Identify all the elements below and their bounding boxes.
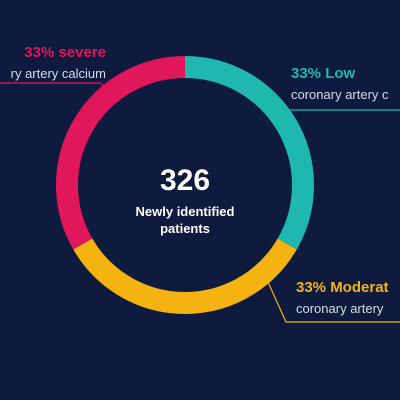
- slice-moderate-percent-label: 33% Moderat: [296, 279, 389, 296]
- slice-severe-description: ry artery calcium: [11, 66, 106, 81]
- slice-severe-percent-label: 33% severe: [24, 44, 106, 61]
- donut-slice-severe: [56, 56, 186, 250]
- center-label-line1: Newly identified: [136, 204, 235, 219]
- donut-slice-low: [184, 56, 314, 250]
- donut-slices: [56, 56, 314, 314]
- center-value: 326: [160, 164, 210, 197]
- center-label-line2: patients: [160, 221, 210, 236]
- leader-line-severe: [0, 82, 119, 97]
- slice-low-description: coronary artery c: [291, 87, 389, 102]
- leader-line-moderate: [267, 281, 400, 323]
- slice-low-percent-label: 33% Low: [291, 65, 356, 82]
- callout-leaders: [0, 82, 400, 323]
- donut-slice-moderate: [73, 238, 297, 314]
- slice-moderate-description: coronary artery: [296, 301, 384, 316]
